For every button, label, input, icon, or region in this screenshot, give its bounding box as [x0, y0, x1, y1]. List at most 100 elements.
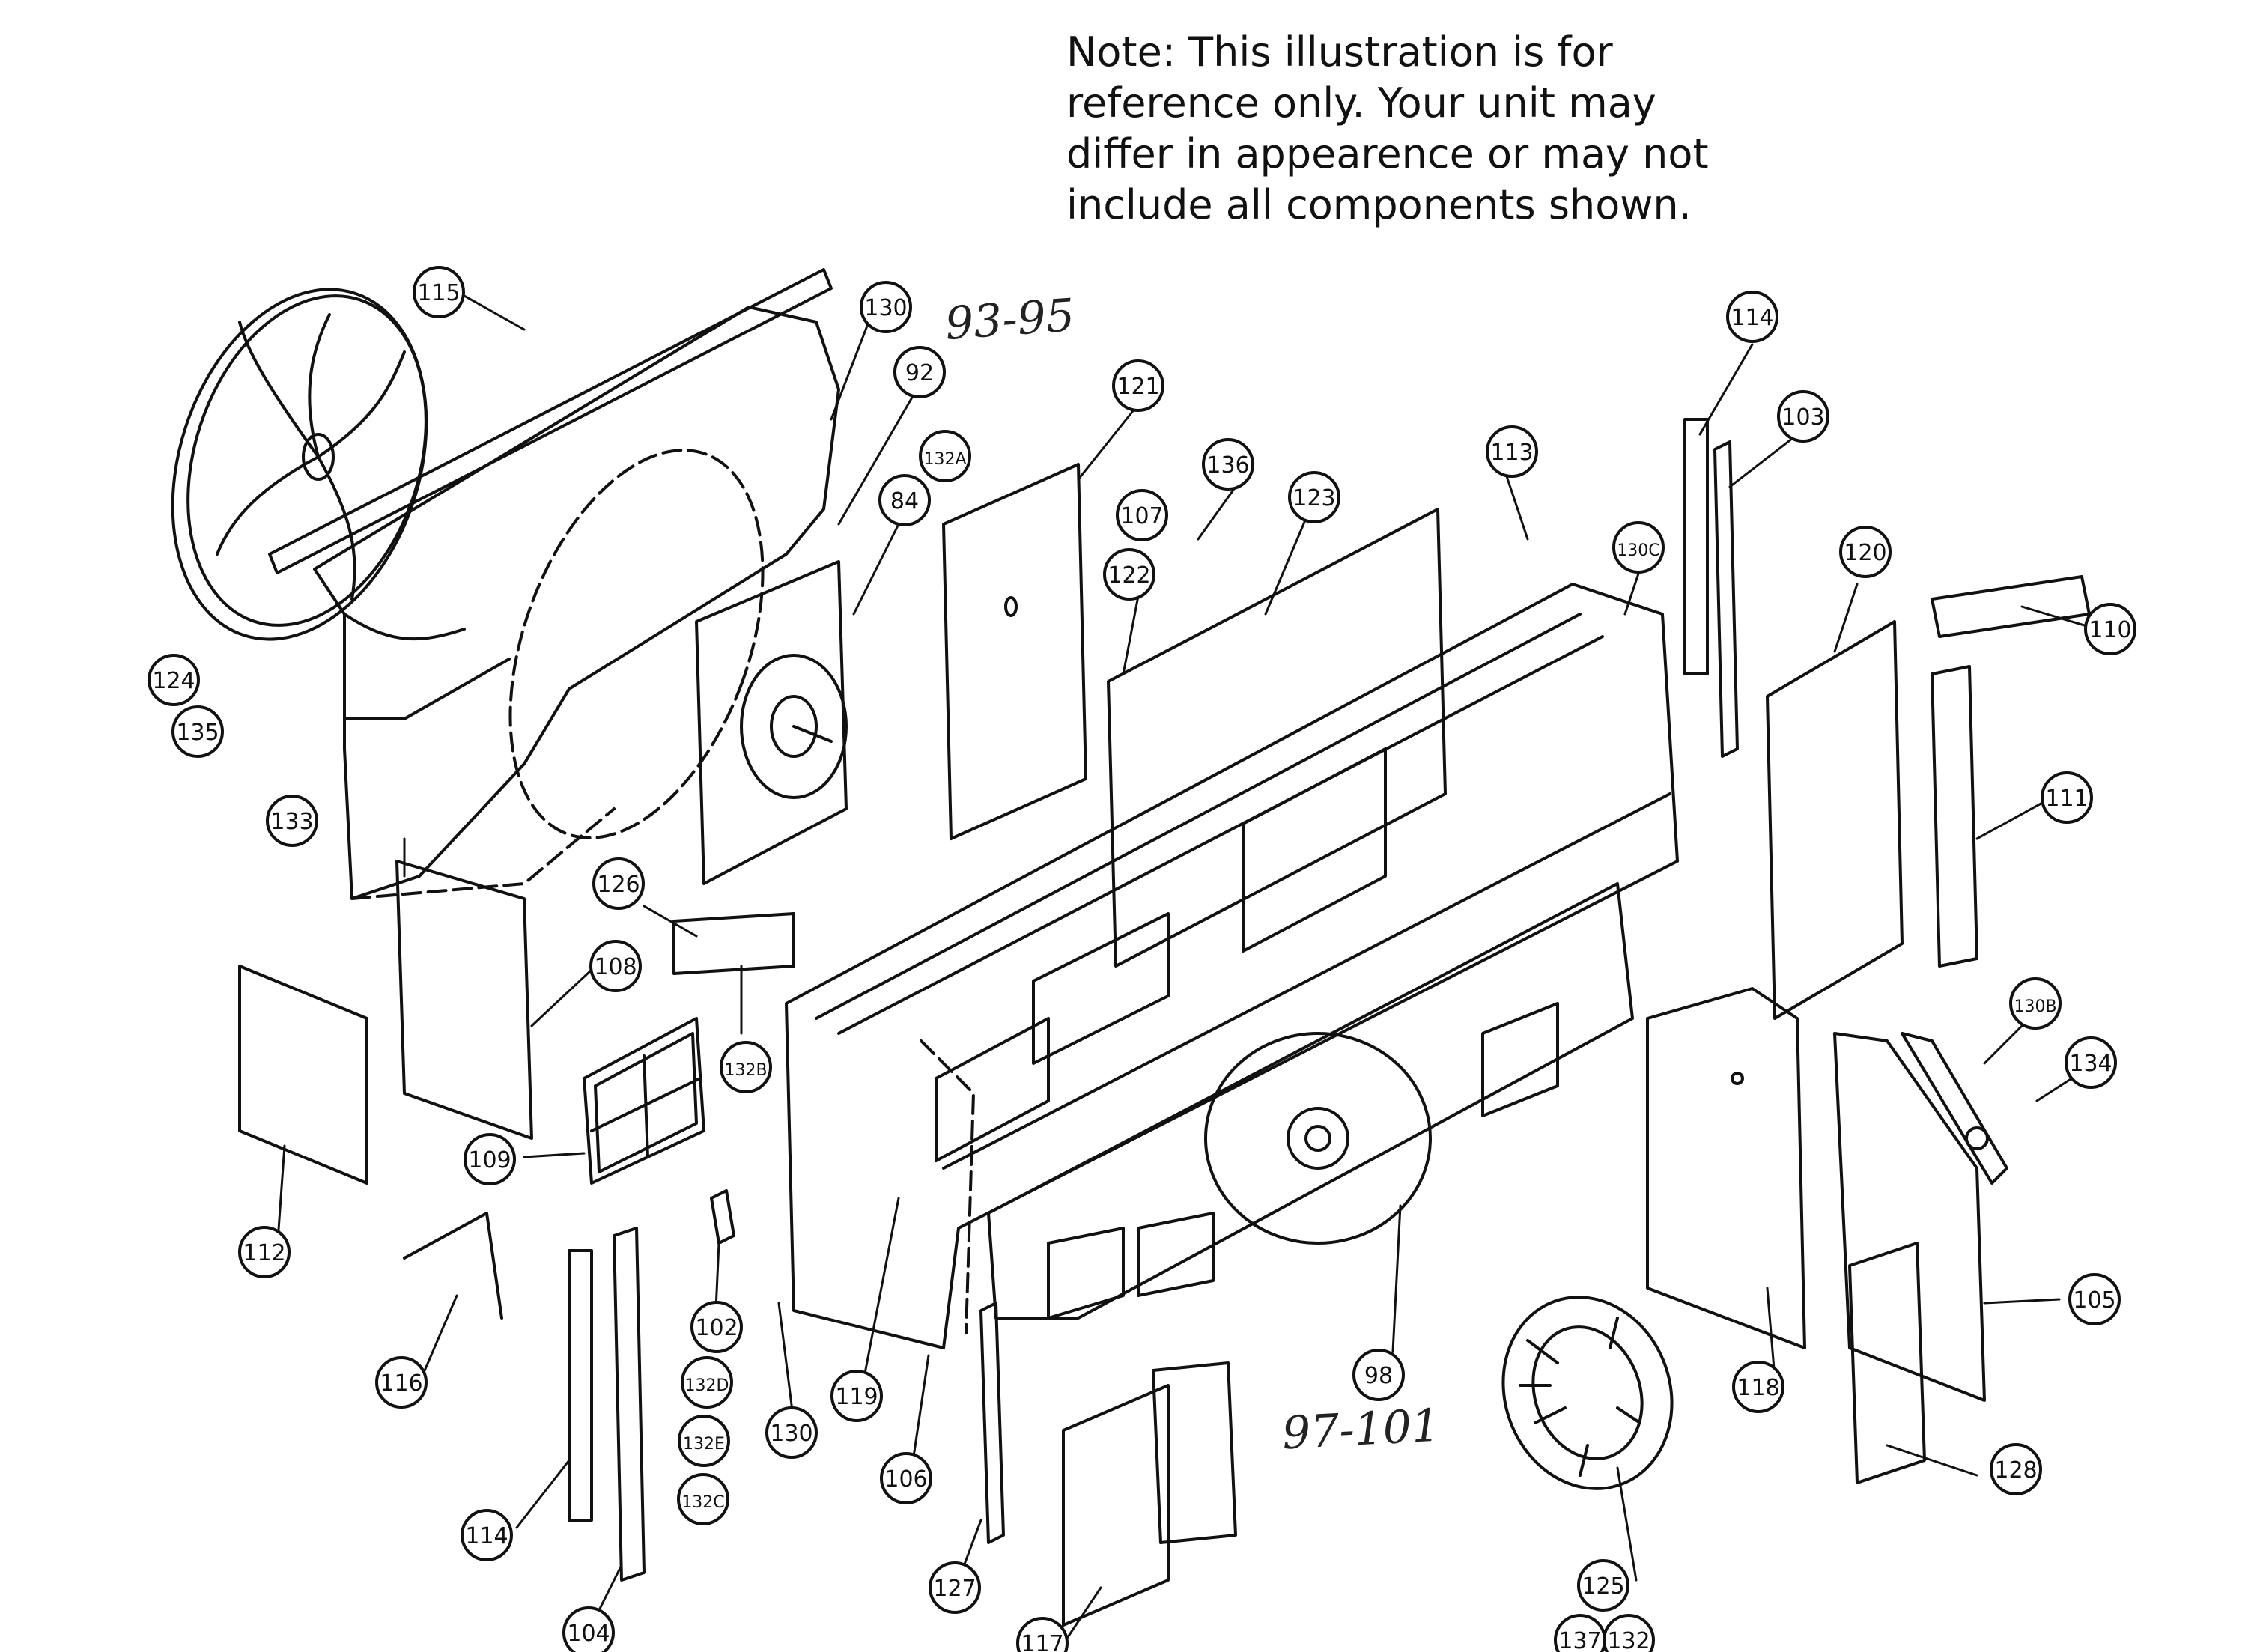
callout-circle: [171, 705, 224, 758]
callout-circle: [148, 654, 200, 706]
callout-label: 130B: [2014, 997, 2056, 1016]
panel-120: [1766, 620, 1904, 1020]
rail-104: [613, 1227, 646, 1582]
strip-127: [979, 1302, 1005, 1544]
callout-127: 127: [929, 1561, 981, 1614]
callout-label: 126: [597, 872, 640, 898]
callout-117: 117: [1016, 1617, 1069, 1652]
condenser-fan-blade: [171, 288, 428, 641]
callout-104: 104: [562, 1606, 615, 1652]
callout-label: 107: [1120, 503, 1163, 529]
panel-121: [942, 463, 1087, 840]
callout-label: 115: [417, 280, 460, 306]
callout-label: 110: [2089, 617, 2131, 643]
note-line-1: Note: This illustration is for: [1066, 28, 1613, 76]
callout-92: 92: [893, 346, 946, 398]
callout-circle: [677, 1473, 729, 1525]
panel-118: [1646, 987, 1806, 1349]
callout-circle: [1732, 1361, 1784, 1413]
callout-132e: 132E: [678, 1415, 730, 1467]
callout-120: 120: [1839, 526, 1892, 578]
callout-label: 136: [1206, 452, 1249, 479]
callout-130: 130: [765, 1406, 818, 1459]
callout-circle: [765, 1406, 818, 1459]
callout-circle: [461, 1509, 513, 1561]
callout-109: 109: [464, 1133, 516, 1185]
callout-circle: [1990, 1443, 2042, 1495]
blower-housing: [987, 882, 1634, 1320]
callout-134: 134: [2065, 1036, 2117, 1089]
callout-label: 114: [465, 1523, 508, 1549]
callout-132d: 132D: [681, 1356, 733, 1409]
callout-label: 128: [1994, 1457, 2037, 1484]
callout-132b: 132B: [720, 1041, 772, 1093]
callout-106: 106: [880, 1452, 932, 1504]
callout-label: 132E: [683, 1435, 725, 1454]
callout-132: 132: [1603, 1614, 1655, 1652]
callout-label: 98: [1364, 1363, 1393, 1389]
callout-label: 132B: [724, 1061, 767, 1080]
callout-label: 116: [380, 1370, 422, 1397]
callout-114: 114: [1726, 291, 1778, 343]
callout-label: 134: [2069, 1051, 2112, 1077]
callout-circle: [830, 1370, 883, 1422]
callout-circle: [690, 1301, 743, 1353]
filter-109: [583, 1017, 705, 1185]
callout-label: 109: [468, 1147, 511, 1173]
main-chassis: [785, 583, 1679, 1349]
panel-117-upper: [1152, 1361, 1237, 1544]
callout-label: 123: [1292, 485, 1335, 511]
callout-circle: [2065, 1036, 2117, 1089]
callout-119: 119: [830, 1370, 883, 1422]
callout-123: 123: [1288, 471, 1340, 523]
callout-103: 103: [1777, 390, 1829, 443]
callout-circle: [375, 1356, 428, 1409]
callout-circle: [1202, 438, 1254, 491]
callout-circle: [1486, 425, 1538, 478]
callout-label: 130: [770, 1421, 812, 1447]
callout-label: 121: [1117, 374, 1159, 400]
callout-circle: [464, 1133, 516, 1185]
callout-circle: [1612, 521, 1665, 574]
callout-circle: [562, 1606, 615, 1652]
callout-122: 122: [1103, 548, 1155, 601]
nut-134: [1965, 1126, 1989, 1150]
callout-label: 114: [1731, 305, 1773, 331]
callout-label: 130: [864, 295, 907, 321]
callout-118: 118: [1732, 1361, 1784, 1413]
callout-circle: [1352, 1349, 1405, 1401]
callout-circle: [1116, 489, 1168, 541]
callout-circle: [860, 281, 912, 333]
callout-circle: [929, 1561, 981, 1614]
strip-130B: [1901, 1032, 2008, 1185]
callout-label: 133: [270, 809, 313, 835]
panel-112: [238, 965, 368, 1185]
callout-135: 135: [171, 705, 224, 758]
callout-circle: [1016, 1617, 1069, 1652]
panel-123: [1107, 508, 1447, 968]
callout-circle: [1288, 471, 1340, 523]
callout-label: 132C: [681, 1493, 724, 1512]
callout-label: 92: [905, 360, 934, 386]
callout-circle: [266, 795, 318, 847]
callout-circle: [2068, 1273, 2121, 1325]
callout-label: 132A: [923, 450, 966, 469]
callout-circle: [1603, 1614, 1655, 1652]
top-rail: [268, 268, 833, 574]
callout-circle: [893, 346, 946, 398]
callout-circle: [1726, 291, 1778, 343]
callout-circle: [1839, 526, 1892, 578]
callout-label: 104: [567, 1621, 610, 1647]
callout-label: 137: [1558, 1628, 1601, 1652]
callout-label: 118: [1737, 1375, 1779, 1401]
callout-130b: 130B: [2009, 977, 2062, 1030]
callout-121: 121: [1112, 359, 1164, 412]
callout-circle: [238, 1226, 291, 1278]
reference-note: Note: This illustration is for reference…: [1066, 27, 1740, 231]
callout-label: 108: [594, 954, 637, 980]
callout-133: 133: [266, 795, 318, 847]
callout-circle: [589, 940, 642, 992]
callout-label: 103: [1781, 404, 1824, 431]
callout-circle: [681, 1356, 733, 1409]
